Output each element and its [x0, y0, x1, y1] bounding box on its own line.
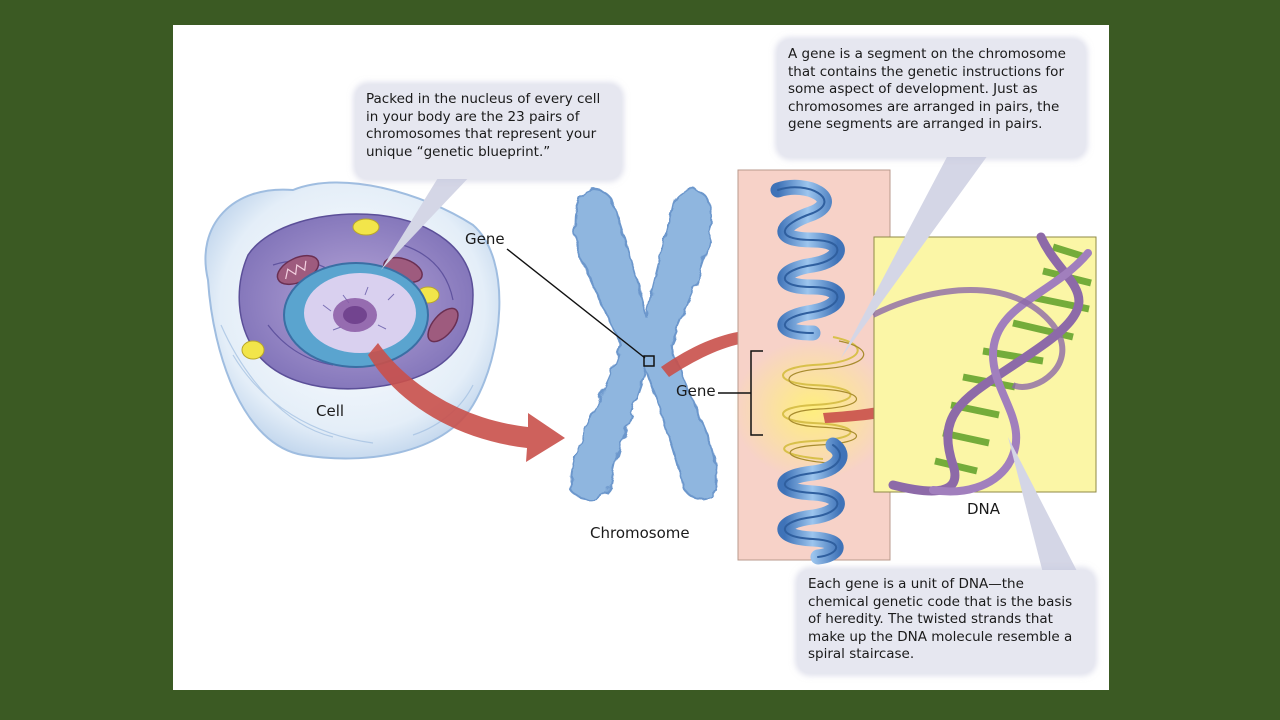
dna-callout: Each gene is a unit of DNA—the chemical … — [798, 570, 1094, 673]
gene-bracket — [718, 350, 763, 436]
gene-segment-coil — [782, 336, 865, 464]
chromosome-illustration — [569, 188, 719, 501]
chromosome-label: Chromosome — [590, 524, 690, 542]
gene-pointer-line — [506, 248, 646, 359]
cell-label: Cell — [316, 402, 345, 420]
gene-bracket-label: Gene — [676, 382, 716, 400]
gene-pointer-label: Gene — [465, 230, 505, 248]
nucleus-callout: Packed in the nucleus of every cell in y… — [356, 85, 621, 179]
upper-coils — [770, 179, 845, 341]
slide: Packed in the nucleus of every cell in y… — [173, 25, 1109, 690]
gene-callout: A gene is a segment on the chromosome th… — [778, 40, 1085, 157]
dna-label: DNA — [967, 500, 1001, 518]
nucleus-callout-pointer — [381, 173, 473, 270]
gene-to-dna-arrow — [823, 383, 953, 423]
lower-coils — [777, 437, 848, 565]
dna-callout-pointer — [1008, 437, 1078, 573]
cell-illustration — [204, 181, 501, 460]
gene-callout-pointer — [841, 155, 988, 358]
diagram-art — [204, 155, 1097, 573]
dna-helix — [871, 232, 1092, 496]
gene-location-box — [643, 355, 655, 367]
cell-to-chromosome-arrow — [368, 343, 565, 462]
